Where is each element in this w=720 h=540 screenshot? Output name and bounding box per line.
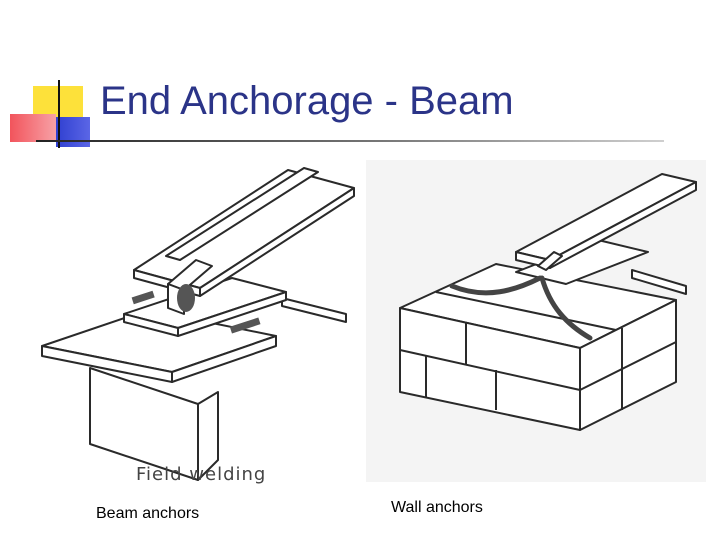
beam-anchors-caption: Beam anchors bbox=[96, 505, 200, 522]
wall-anchors-caption: Wall anchors bbox=[391, 499, 483, 516]
decor-red-bar bbox=[10, 114, 56, 142]
decor-vertical-line bbox=[58, 80, 60, 148]
beam-anchor-illustration: Field welding bbox=[36, 160, 362, 500]
slide-title: End Anchorage - Beam bbox=[100, 79, 514, 123]
wall-anchor-illustration bbox=[366, 160, 706, 482]
wall-anchor-drawing bbox=[399, 173, 697, 431]
field-welding-label: Field welding bbox=[136, 464, 266, 485]
decor-blue-square bbox=[56, 117, 90, 147]
title-underline bbox=[36, 140, 664, 142]
beam-anchor-drawing: Field welding bbox=[41, 167, 355, 485]
